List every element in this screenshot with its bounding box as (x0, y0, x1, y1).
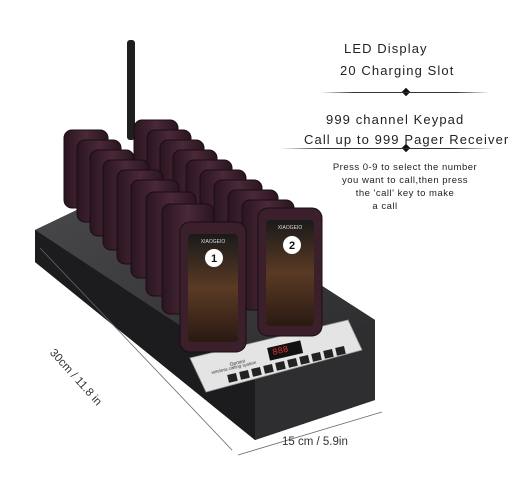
instruction-line-4: a call (372, 201, 398, 212)
keypad-buttons (227, 345, 346, 383)
pager-2 (257, 207, 323, 337)
pager-2-brand: XIAOGEIO (278, 225, 303, 231)
feature-receiver: Call up to 999 Pager Receiver (304, 132, 509, 147)
pager-1 (179, 221, 247, 353)
length-dimension-line (39, 247, 233, 451)
feature-keypad: 999 channel Keypad (326, 112, 465, 127)
instruction-line-3: the 'call' key to make (355, 188, 455, 199)
led-display-digits: 888 (271, 345, 289, 358)
pager-1-brand: XIAOGEIO (201, 239, 226, 245)
divider-line-2 (280, 148, 495, 149)
pager-row-left (63, 129, 215, 315)
pager-2-number: 2 (289, 240, 295, 252)
width-label: 15 cm / 5.9in (282, 436, 348, 448)
instruction-line-1: Press 0-9 to select the number (332, 162, 478, 173)
led-display (267, 340, 304, 361)
console-brand: Gemini (229, 359, 246, 368)
instruction-line-2: you want to call,then press (342, 175, 468, 186)
antenna (127, 40, 135, 140)
instructions: Press 0-9 to select the number you want … (310, 161, 500, 213)
feature-led-display: LED Display (344, 41, 428, 56)
width-dimension-line (237, 411, 383, 456)
divider-line-1 (320, 92, 490, 93)
feature-charging-slot: 20 Charging Slot (340, 63, 455, 78)
pager-1-number: 1 (211, 253, 217, 265)
